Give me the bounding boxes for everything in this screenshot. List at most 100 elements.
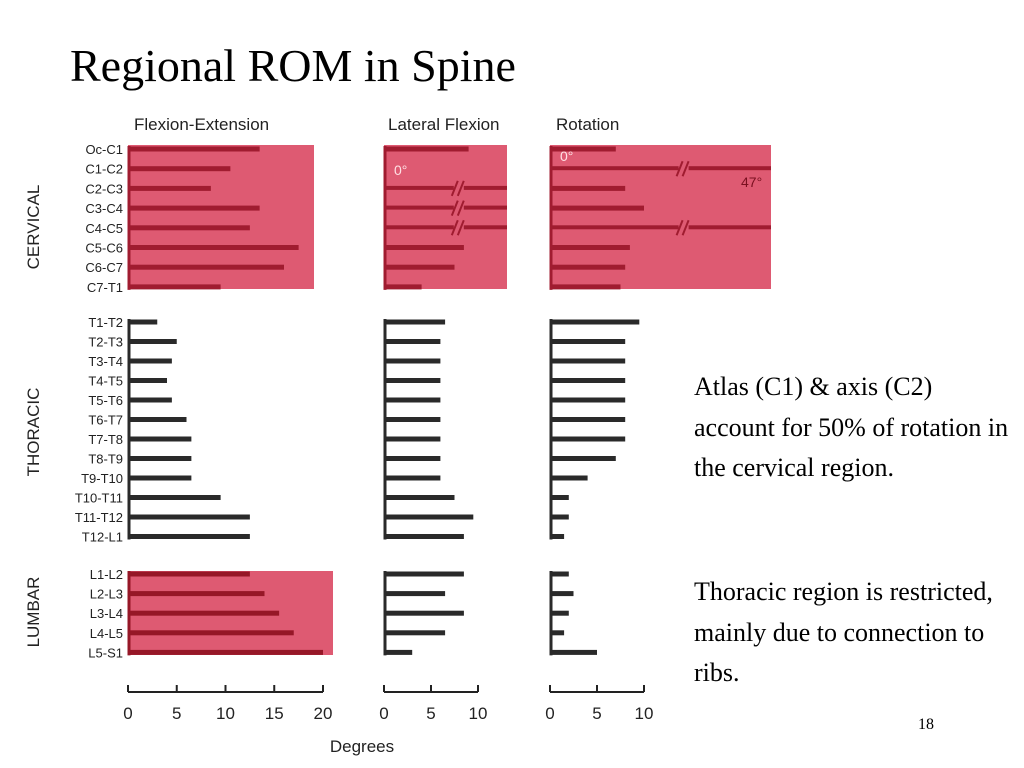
bar-c3-c4-lateral-flexion-gap	[453, 201, 464, 215]
bar-t12-l1-lateral-flexion	[384, 534, 464, 539]
bar-c4-c5-lateral-flexion-break-1	[450, 219, 459, 236]
bar-t3-t4-rotation	[550, 358, 626, 364]
bar-c2-c3-flexion-extension	[128, 185, 211, 191]
bar-c2-c3-rotation	[550, 185, 626, 191]
bar-l2-l3-flexion-extension	[128, 591, 265, 597]
bar-t4-t5-flexion-extension	[128, 378, 167, 383]
bar-c4-c5-lateral-flexion-break-2	[456, 219, 465, 236]
slide-title: Regional ROM in Spine	[70, 40, 516, 91]
bar-c4-c5-rotation-gap	[678, 221, 689, 235]
bar-t5-t6-lateral-flexion	[384, 397, 441, 403]
category-label-t9-t10: T9-T10	[81, 471, 123, 486]
x-tick-label-lateral-flexion-5: 5	[426, 704, 435, 723]
bar-t8-t9-flexion-extension	[128, 456, 192, 461]
bar-l1-l2-lateral-flexion	[384, 571, 464, 577]
bar-t5-t6-flexion-extension	[128, 397, 172, 403]
bar-t8-t9-lateral-flexion	[384, 456, 441, 461]
bar-t12-l1-flexion-extension	[128, 534, 250, 539]
annotation-zero-rotation: 0°	[560, 148, 573, 164]
bar-c4-c5-rotation	[550, 225, 771, 230]
panel-title-flexion-extension: Flexion-Extension	[134, 115, 269, 134]
bar-c2-c3-lateral-flexion	[384, 185, 507, 190]
bar-l1-l2-rotation	[550, 571, 569, 577]
bar-t7-t8-rotation	[550, 436, 626, 442]
bar-c1-c2-rotation-break-2	[681, 160, 690, 177]
bar-t10-t11-rotation	[550, 495, 569, 500]
category-label-t5-t6: T5-T6	[88, 393, 123, 408]
bar-t9-t10-lateral-flexion	[384, 475, 441, 481]
bar-t11-t12-lateral-flexion	[384, 514, 474, 520]
bar-c4-c5-rotation-break-2	[681, 219, 690, 236]
bar-t6-t7-rotation	[550, 417, 626, 422]
bar-l4-l5-flexion-extension	[128, 630, 294, 636]
category-label-t2-t3: T2-T3	[88, 335, 123, 350]
category-label-oc-c1: Oc-C1	[85, 142, 123, 157]
thoracic-note: Thoracic region is restricted, mainly du…	[694, 577, 993, 687]
region-label-lumbar: LUMBAR	[24, 577, 43, 648]
bar-t11-t12-rotation	[550, 514, 569, 520]
bar-c6-c7-flexion-extension	[128, 264, 284, 270]
annotation-47-degrees: 47°	[741, 174, 762, 190]
x-axis-title: Degrees	[330, 737, 394, 756]
x-tick-label-rotation-10: 10	[635, 704, 654, 723]
bar-l2-l3-lateral-flexion	[384, 591, 446, 597]
bar-c1-c2-rotation-break-1	[675, 160, 684, 177]
bar-l3-l4-lateral-flexion	[384, 610, 464, 616]
bar-c1-c2-rotation	[550, 166, 771, 171]
panel-title-lateral-flexion: Lateral Flexion	[388, 115, 500, 134]
x-tick-label-rotation-0: 0	[545, 704, 554, 723]
bar-t1-t2-lateral-flexion	[384, 319, 446, 325]
x-tick-label-flexion-extension-10: 10	[216, 704, 235, 723]
bar-c4-c5-rotation-break-1	[675, 219, 684, 236]
bar-c2-c3-lateral-flexion-break-1	[450, 180, 459, 197]
bar-c5-c6-flexion-extension	[128, 245, 299, 250]
bar-l4-l5-lateral-flexion	[384, 630, 446, 636]
category-label-l5-s1: L5-S1	[88, 645, 123, 660]
bar-t3-t4-lateral-flexion	[384, 358, 441, 364]
bar-c3-c4-lateral-flexion	[384, 205, 507, 210]
bar-t10-t11-flexion-extension	[128, 495, 221, 500]
category-label-c2-c3: C2-C3	[85, 181, 123, 196]
bar-c6-c7-lateral-flexion	[384, 264, 455, 270]
bar-t5-t6-rotation	[550, 397, 626, 403]
bar-t2-t3-flexion-extension	[128, 339, 177, 344]
bar-t1-t2-rotation	[550, 319, 640, 325]
bar-c5-c6-lateral-flexion	[384, 245, 464, 250]
bar-t1-t2-flexion-extension	[128, 319, 158, 325]
category-label-t4-t5: T4-T5	[88, 374, 123, 389]
bar-c1-c2-rotation-gap	[678, 162, 689, 176]
category-label-c1-c2: C1-C2	[85, 162, 123, 177]
category-label-t6-t7: T6-T7	[88, 413, 123, 428]
x-tick-label-flexion-extension-20: 20	[314, 704, 333, 723]
bar-t9-t10-rotation	[550, 475, 588, 481]
category-label-t10-t11: T10-T11	[75, 491, 123, 506]
bar-l3-l4-flexion-extension	[128, 610, 280, 616]
bar-oc-c1-rotation	[550, 146, 616, 152]
bar-l5-s1-flexion-extension	[128, 649, 323, 655]
category-label-t3-t4: T3-T4	[88, 354, 123, 369]
bar-c4-c5-lateral-flexion-gap	[453, 221, 464, 235]
annotation-zero-lateral-flexion: 0°	[394, 162, 407, 178]
x-tick-label-rotation-5: 5	[592, 704, 601, 723]
bar-c7-t1-lateral-flexion	[384, 284, 422, 290]
bar-c4-c5-flexion-extension	[128, 225, 250, 231]
x-tick-label-flexion-extension-5: 5	[172, 704, 181, 723]
bar-t2-t3-lateral-flexion	[384, 339, 441, 344]
bar-t6-t7-flexion-extension	[128, 417, 187, 422]
category-label-t8-t9: T8-T9	[88, 452, 123, 467]
bar-c2-c3-lateral-flexion-gap	[453, 181, 464, 195]
bar-t4-t5-rotation	[550, 378, 626, 383]
bar-t2-t3-rotation	[550, 339, 626, 344]
category-label-c7-t1: C7-T1	[87, 280, 123, 295]
bar-c5-c6-rotation	[550, 245, 630, 250]
category-label-c5-c6: C5-C6	[85, 241, 123, 256]
bar-t11-t12-flexion-extension	[128, 514, 250, 520]
bar-c2-c3-lateral-flexion-break-2	[456, 180, 465, 197]
category-label-l1-l2: L1-L2	[90, 567, 123, 582]
atlas-axis-note: Atlas (C1) & axis (C2) account for 50% o…	[694, 372, 1009, 482]
x-tick-label-lateral-flexion-10: 10	[469, 704, 488, 723]
bar-c6-c7-rotation	[550, 264, 626, 270]
bar-c3-c4-rotation	[550, 205, 644, 211]
bar-l3-l4-rotation	[550, 610, 569, 616]
